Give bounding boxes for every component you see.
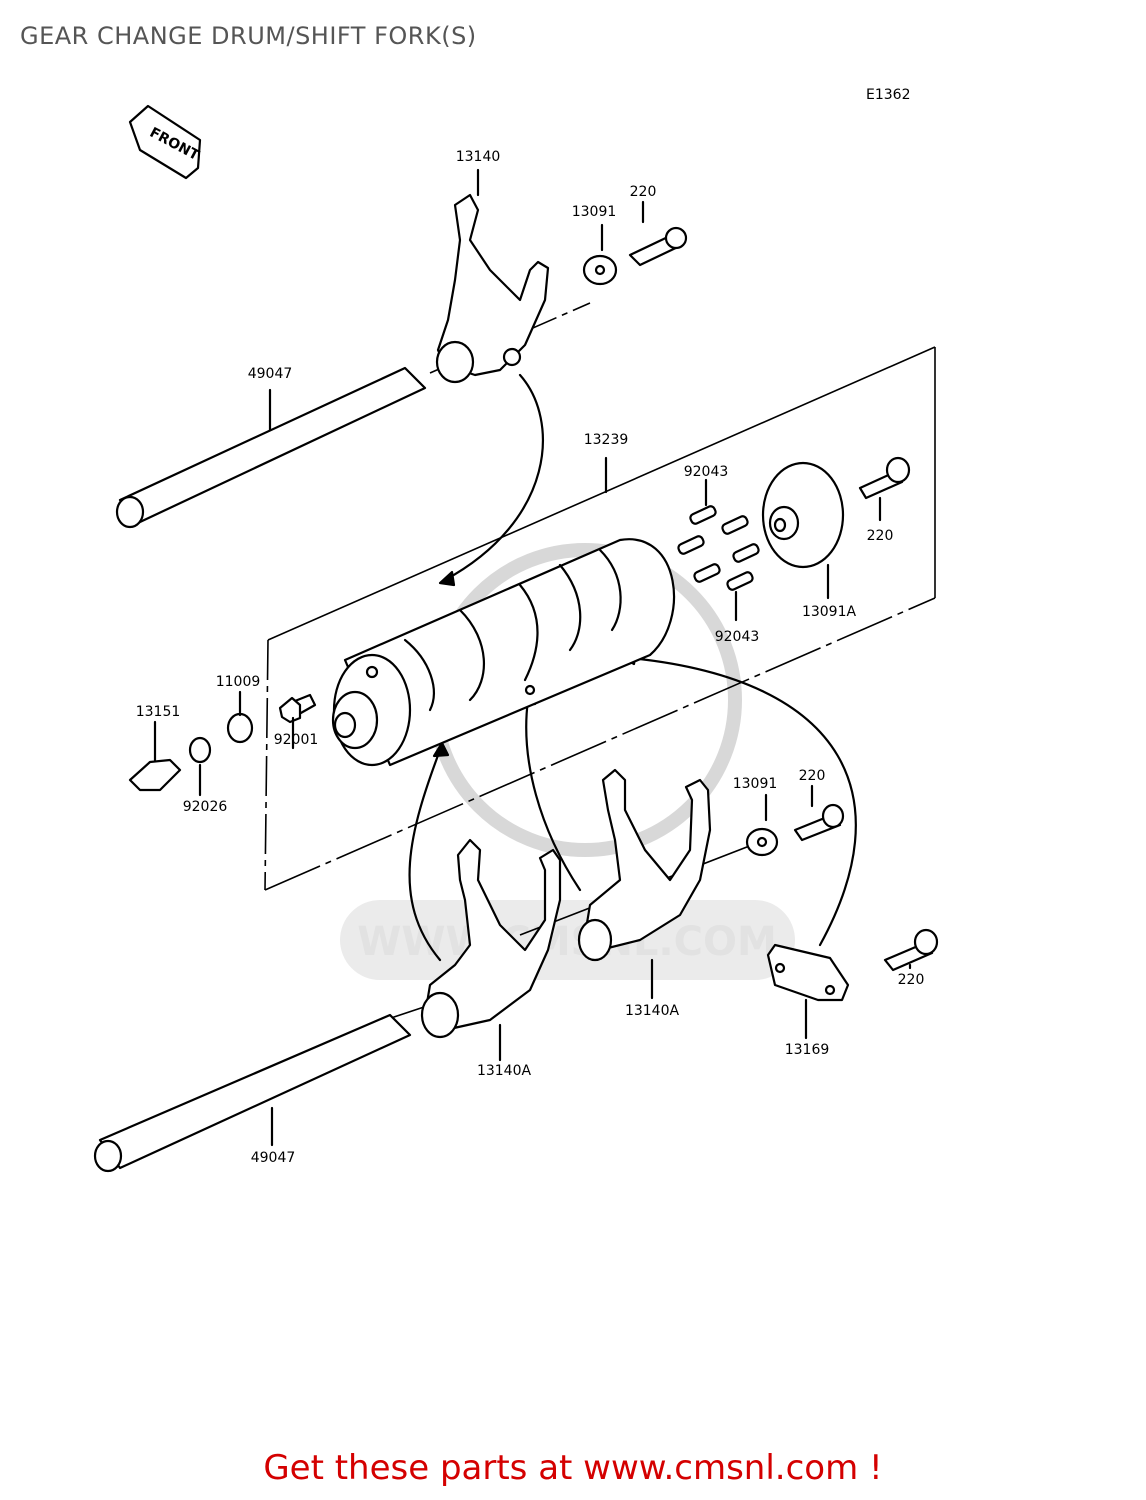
label-bolt-top: 220 (630, 184, 657, 200)
bolt-low (883, 928, 939, 972)
axis-lines (264, 302, 936, 1031)
bolt-top (628, 200, 688, 267)
label-switch: 13151 (136, 704, 181, 720)
label-bolt-plate: 220 (867, 528, 894, 544)
label-oring: 92026 (183, 799, 228, 815)
label-washer-top: 13091 (572, 204, 617, 220)
shift-fork-top (435, 168, 550, 384)
shift-rod-bottom (93, 1013, 412, 1173)
bolt-mid (793, 784, 845, 842)
switch-washer (226, 690, 254, 744)
pins-group (677, 478, 760, 622)
label-bolt-mid: 220 (799, 768, 826, 784)
shift-fork-right (577, 768, 712, 1000)
drum-holder (766, 943, 850, 1040)
shift-drum (331, 456, 676, 767)
label-washer-mid: 13091 (733, 776, 778, 792)
label-drum: 13239 (584, 432, 629, 448)
washer-mid (745, 793, 779, 857)
page-title: GEAR CHANGE DRUM/SHIFT FORK(S) (20, 22, 477, 50)
plug-bolt (278, 693, 317, 750)
label-pins-top: 92043 (684, 464, 729, 480)
neutral-switch (128, 720, 182, 792)
label-plate: 13091A (802, 604, 857, 620)
pin-plate (761, 461, 845, 600)
washer-top (582, 223, 618, 286)
label-shaft-bottom: 49047 (251, 1150, 296, 1166)
label-switch-washer: 11009 (216, 674, 261, 690)
label-pins-bottom: 92043 (715, 629, 760, 645)
oring (188, 736, 212, 797)
label-holder: 13169 (785, 1042, 830, 1058)
label-fork-right: 13140A (625, 1003, 680, 1019)
front-arrow-icon: FRONT (128, 104, 202, 180)
bolt-plate (858, 456, 911, 522)
shift-fork-left (420, 838, 562, 1062)
label-shaft-top: 49047 (248, 366, 293, 382)
promo-banner[interactable]: Get these parts at www.cmsnl.com ! (263, 1448, 883, 1488)
label-plug-bolt: 92001 (274, 732, 319, 748)
label-fork-top: 13140 (456, 149, 501, 165)
shift-rod-top (115, 366, 427, 529)
label-bolt-low: 220 (898, 972, 925, 988)
diagram-code: E1362 (866, 87, 910, 103)
label-fork-left: 13140A (477, 1063, 532, 1079)
